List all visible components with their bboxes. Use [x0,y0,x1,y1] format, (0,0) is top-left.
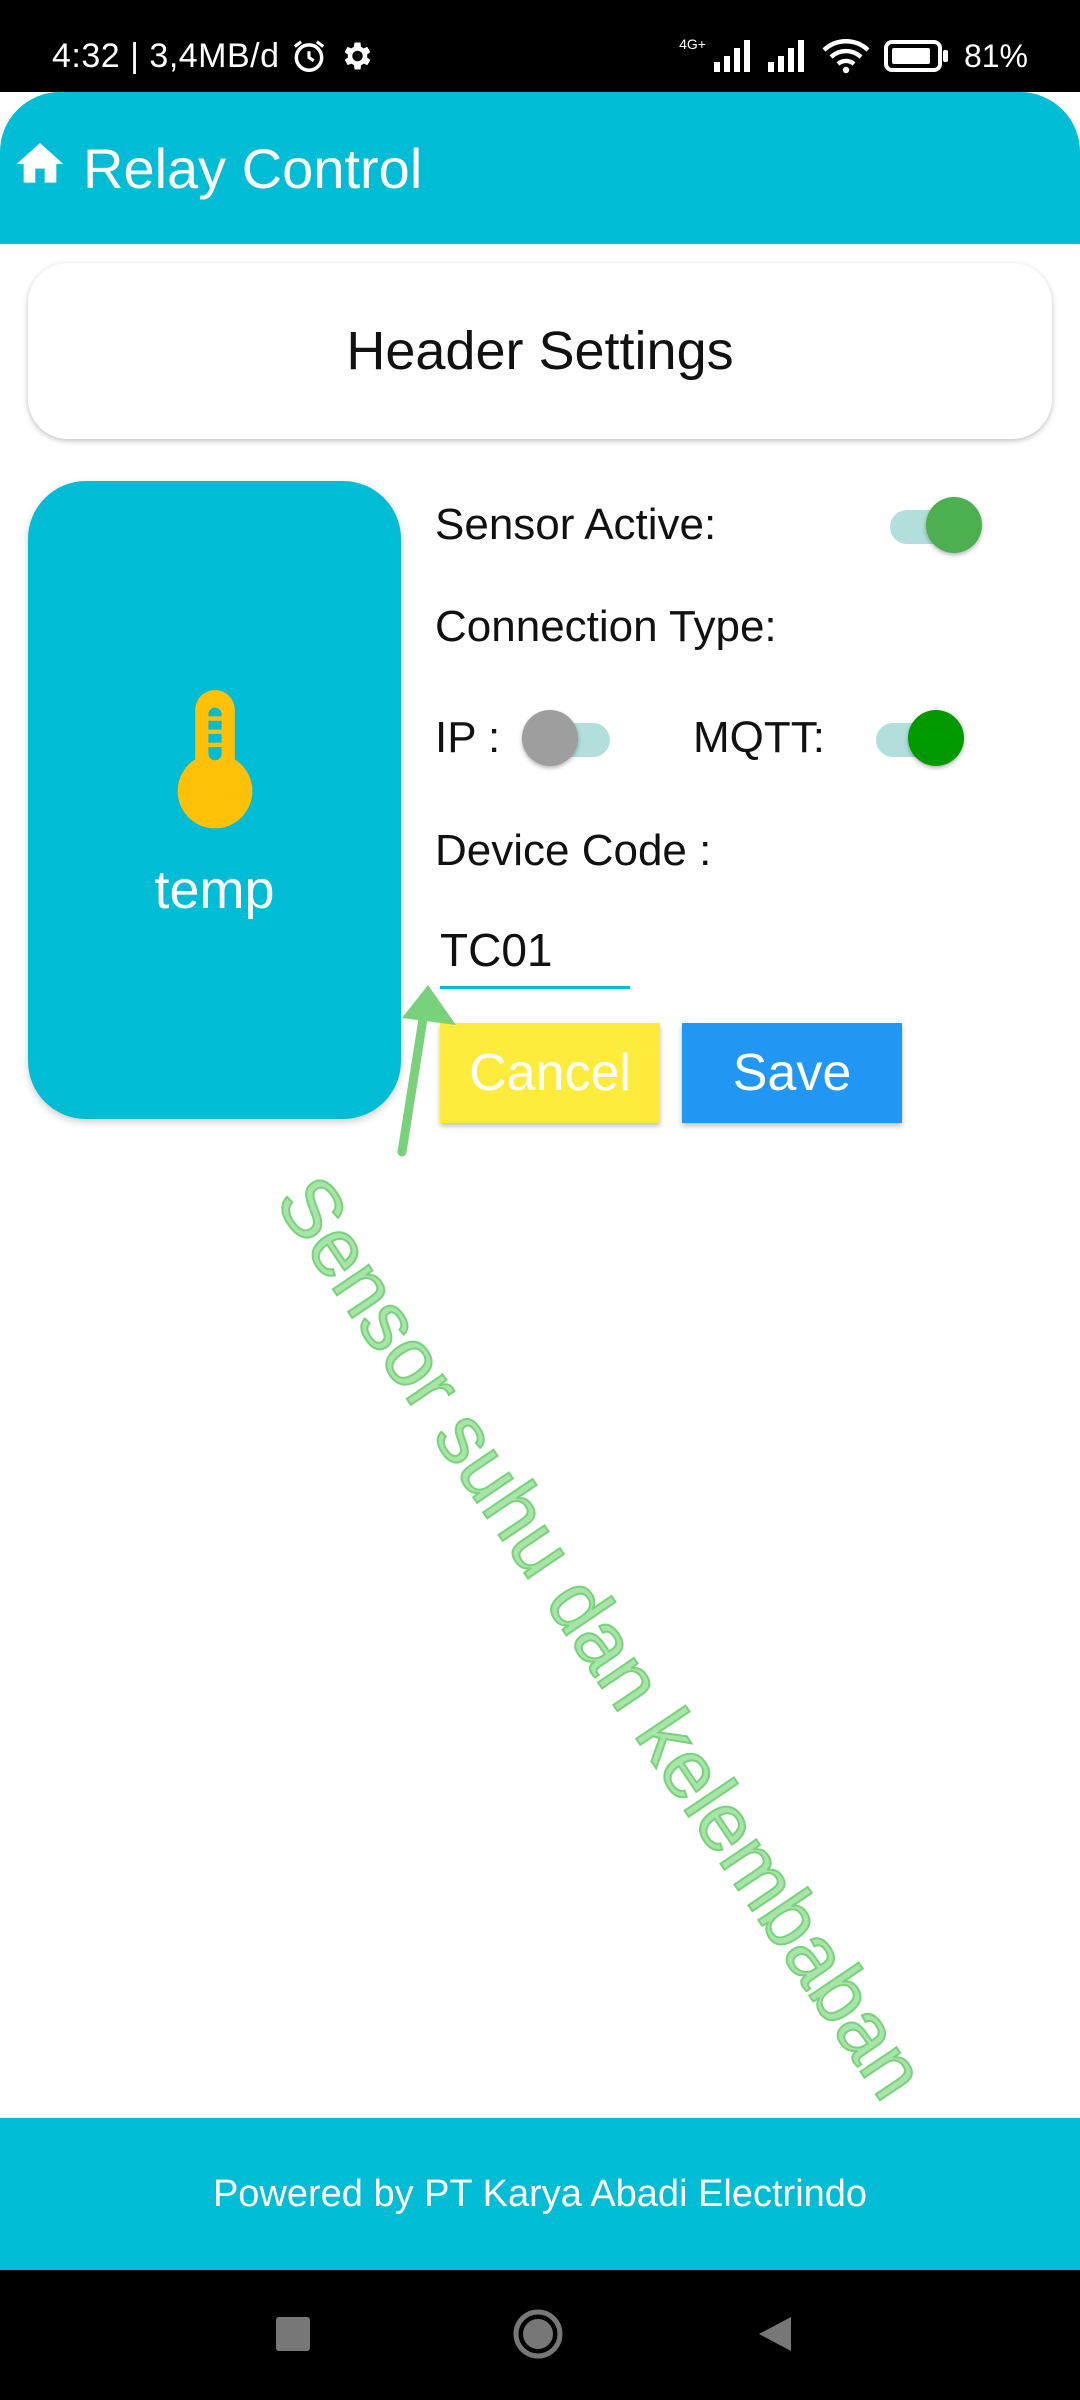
home-circle-icon[interactable] [512,2308,564,2360]
header-settings-title: Header Settings [346,321,734,381]
footer: Powered by PT Karya Abadi Electrindo [0,2118,1080,2270]
app-bar: Relay Control [0,92,1080,244]
navigation-bar [0,2270,1080,2400]
mqtt-switch[interactable] [876,710,964,766]
save-button[interactable]: Save [682,1023,902,1123]
battery-icon [883,40,948,72]
annotation-text: Sensor suhu dan kelembaban [258,1160,945,2116]
switch-thumb [926,497,982,553]
device-code-label: Device Code : [435,826,712,875]
cancel-button[interactable]: Cancel [440,1023,660,1123]
header-settings-card[interactable]: Header Settings [28,263,1052,439]
sensor-active-switch[interactable] [890,497,982,553]
switch-thumb [908,710,964,766]
network-type: 4G+ [679,36,706,52]
back-icon[interactable] [757,2315,793,2353]
sensor-active-label: Sensor Active: [435,500,717,549]
gear-icon [344,42,370,70]
footer-text: Powered by PT Karya Abadi Electrindo [212,2172,868,2215]
sensor-name: temp [154,860,275,920]
connection-type-label: Connection Type: [435,602,777,651]
status-separator: | [120,36,150,75]
status-time: 4:32 [52,36,121,75]
ip-label: IP : [435,713,501,762]
status-bar: 4:32 | 3,4MB/d 4G+ [0,0,1080,92]
switch-thumb [522,710,578,766]
mqtt-label: MQTT: [693,713,825,762]
status-left: 4:32 | 3,4MB/d [52,0,374,112]
annotation-arrow-icon [397,985,456,1157]
sensor-card[interactable]: temp [28,481,401,1119]
battery-level: 81% [963,37,1028,74]
app-title: Relay Control [83,137,423,200]
device-code-input[interactable] [440,914,630,989]
alarm-icon [293,40,324,72]
signal-icon-2 [767,40,804,72]
home-icon[interactable] [12,136,68,192]
ip-switch[interactable] [522,710,610,766]
recent-apps-icon[interactable] [276,2317,310,2351]
status-data-rate: 3,4MB/d [149,36,280,75]
status-right: 4G+ 81% [679,0,1028,112]
thermometer-icon [177,690,253,829]
signal-icon [713,40,750,72]
wifi-icon [822,39,870,74]
